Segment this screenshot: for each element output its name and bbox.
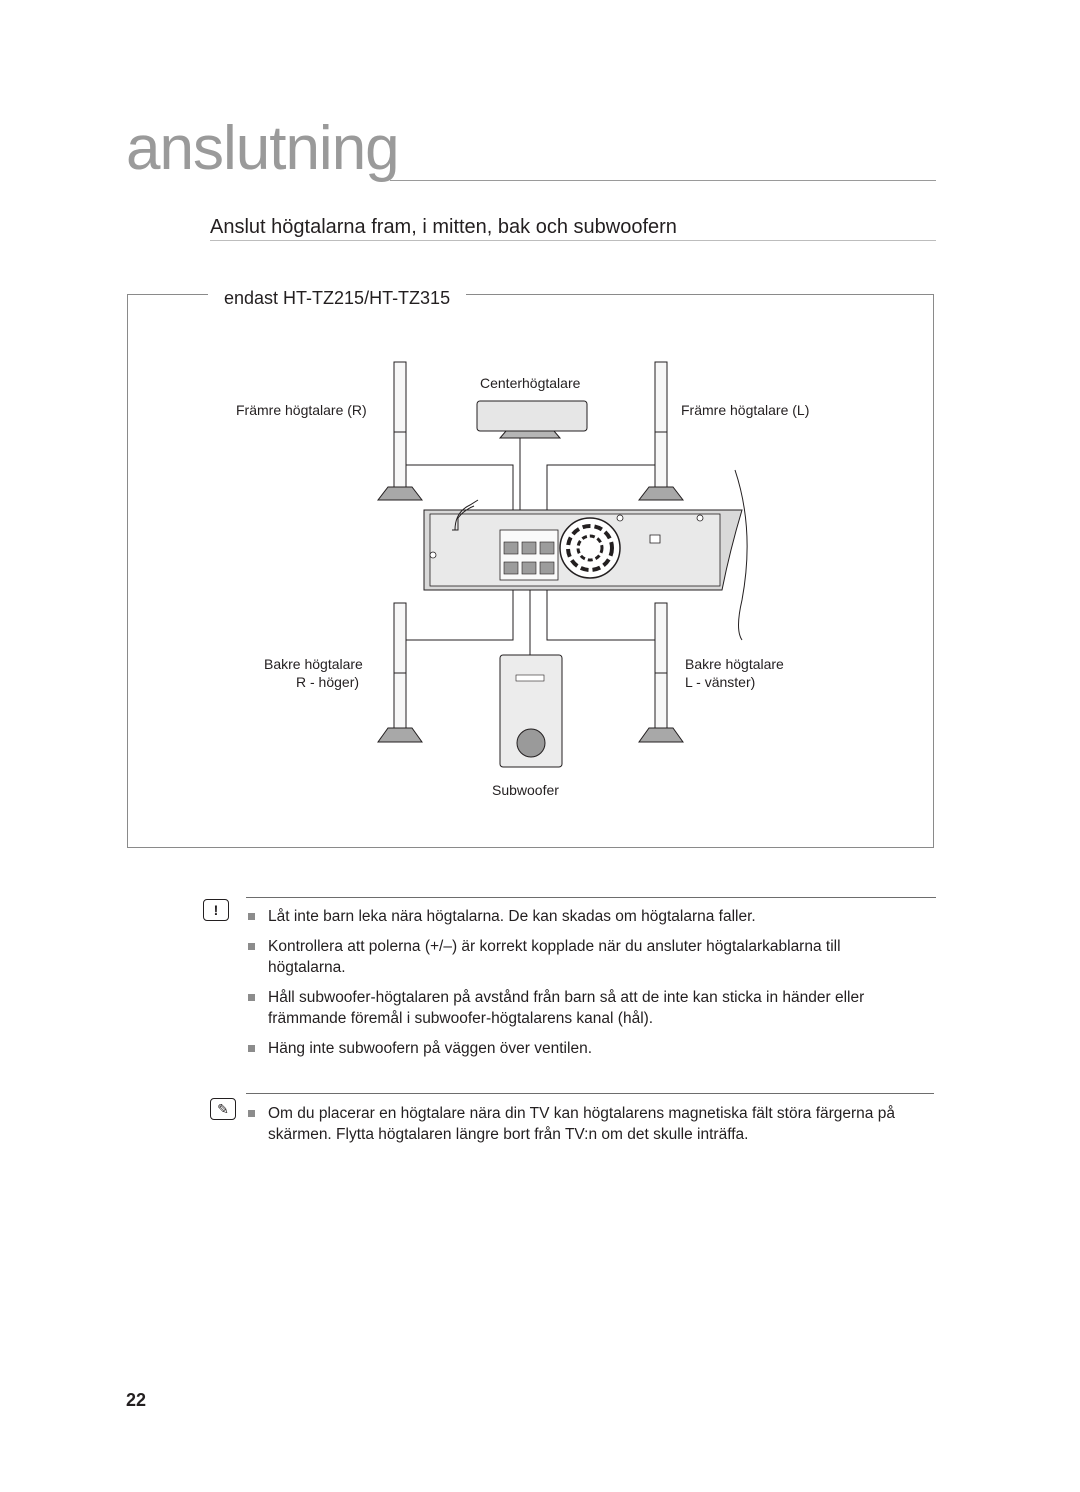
- note-list: Om du placerar en högtalare nära din TV …: [248, 1103, 918, 1154]
- model-label: endast HT-TZ215/HT-TZ315: [208, 288, 467, 309]
- subwoofer-icon: [499, 654, 563, 768]
- front-left-speaker-label: Främre högtalare (L): [681, 402, 810, 418]
- note-rule: [246, 1093, 934, 1094]
- speaker-terminal-block: [499, 529, 559, 581]
- cooling-fan-icon: [559, 517, 621, 579]
- caution-item: Låt inte barn leka nära högtalarna. De k…: [248, 906, 918, 927]
- rear-left-speaker-label-line1: Bakre högtalare: [685, 656, 784, 672]
- rear-right-speaker-label-line2: R - höger): [296, 674, 360, 690]
- caution-icon: !: [203, 899, 229, 921]
- front-right-speaker-icon: [376, 361, 424, 501]
- page-heading: Anslut högtalarna fram, i mitten, bak oc…: [210, 216, 677, 238]
- heading-rule: [210, 240, 936, 241]
- center-speaker-label: Centerhögtalare: [480, 375, 581, 391]
- note-item: Om du placerar en högtalare nära din TV …: [248, 1103, 918, 1145]
- diagram-frame: [127, 294, 934, 848]
- title-rule: [390, 180, 936, 181]
- rear-left-speaker-label-line2: L - vänster): [685, 674, 756, 690]
- note-icon: ✎: [210, 1098, 236, 1120]
- section-title: anslutning: [126, 114, 400, 183]
- caution-item: Kontrollera att polerna (+/–) är korrekt…: [248, 936, 918, 978]
- rear-right-speaker-icon: [377, 602, 423, 743]
- receiver-unit-icon: [423, 469, 748, 641]
- rear-left-speaker-icon: [638, 602, 684, 743]
- center-speaker-icon: [476, 400, 588, 439]
- page-number: 22: [126, 1390, 147, 1410]
- caution-rule: [246, 897, 936, 898]
- caution-item: Håll subwoofer-högtalaren på avstånd frå…: [248, 987, 918, 1029]
- front-right-speaker-label: Främre högtalare (R): [236, 402, 367, 418]
- subwoofer-label: Subwoofer: [492, 782, 559, 798]
- caution-item: Häng inte subwoofern på väggen över vent…: [248, 1038, 918, 1059]
- caution-list: Låt inte barn leka nära högtalarna. De k…: [248, 906, 918, 1068]
- rear-right-speaker-label-line1: Bakre högtalare: [264, 656, 363, 672]
- front-left-speaker-icon: [637, 361, 685, 501]
- speaker-connection-diagram: [376, 361, 748, 768]
